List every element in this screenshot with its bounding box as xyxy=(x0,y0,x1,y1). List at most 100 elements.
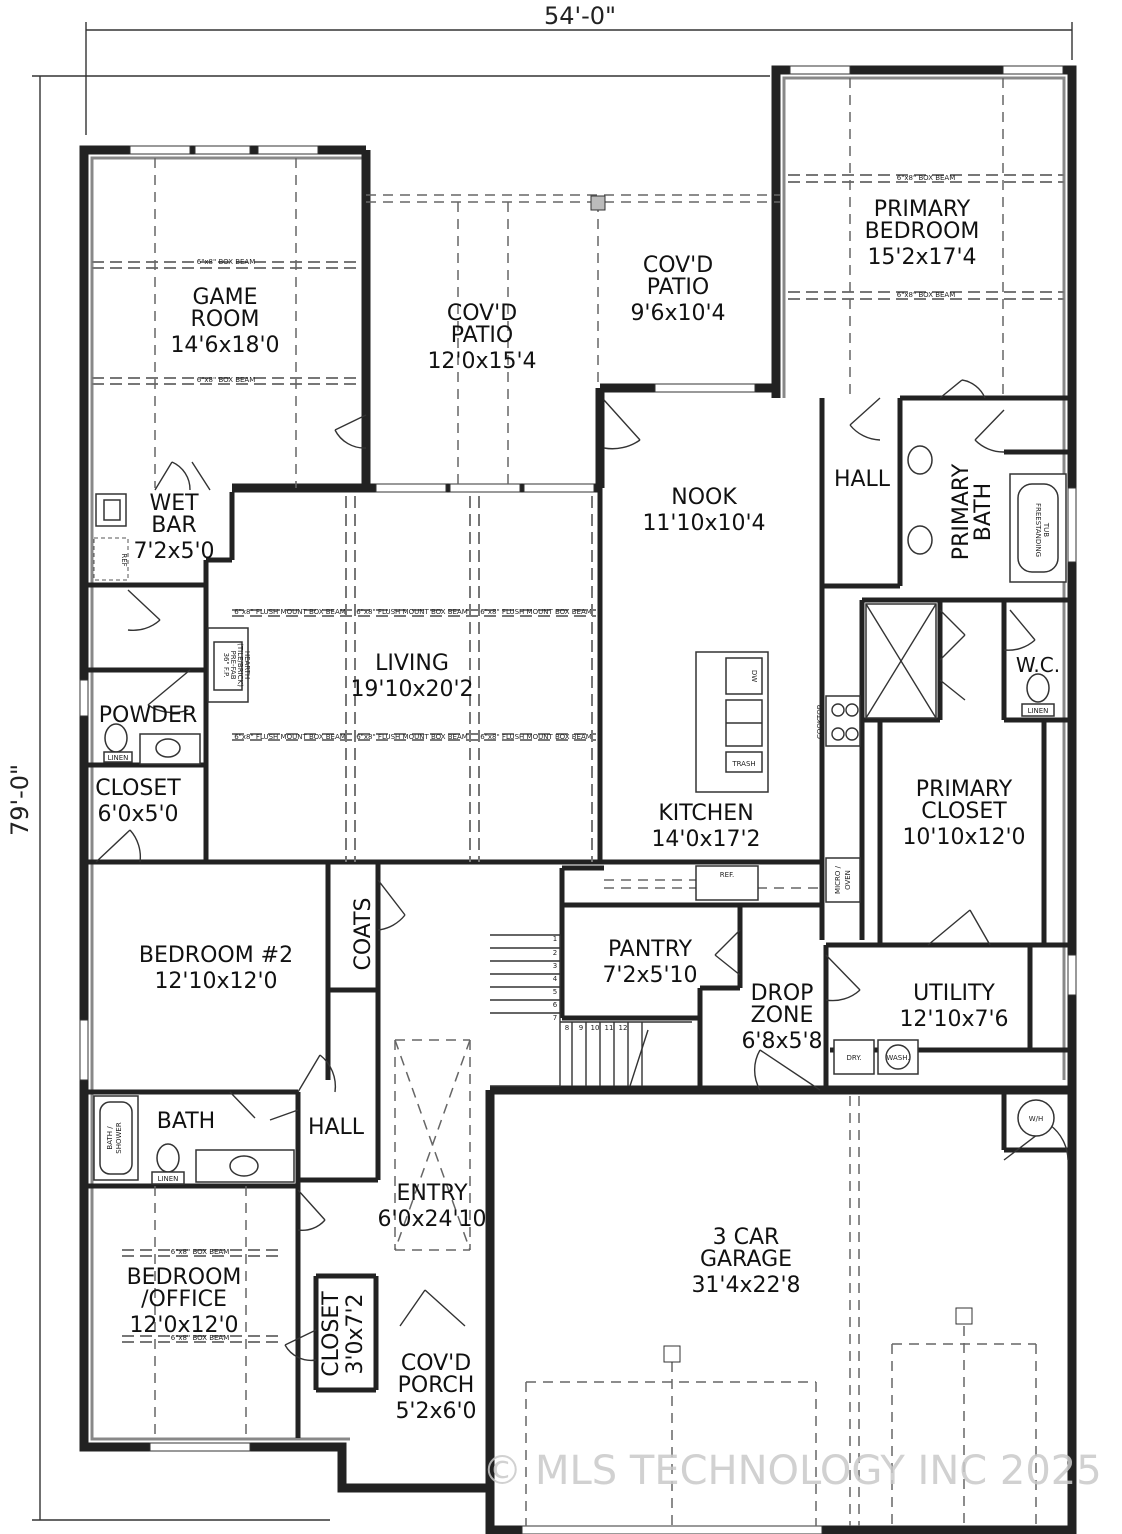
stair-number: 10 xyxy=(591,1024,600,1032)
svg-text:/OFFICE: /OFFICE xyxy=(141,1287,227,1312)
svg-text:UTILITY: UTILITY xyxy=(913,981,995,1006)
stair-number: 6 xyxy=(553,1001,558,1009)
linen-label: LINEN xyxy=(108,754,129,762)
covd-patio-small: COV'D PATIO 9'6x10'4 xyxy=(630,253,725,326)
hall-upper: HALL xyxy=(834,467,891,492)
bath-shower-label: SHOWER xyxy=(115,1122,123,1154)
linen-label: LINEN xyxy=(158,1175,179,1183)
entry: ENTRY 6'0x24'10 xyxy=(377,1181,486,1232)
beam-label: 6"x8" BOX BEAM xyxy=(197,376,256,384)
bath: BATH xyxy=(157,1109,215,1134)
svg-text:COV'D: COV'D xyxy=(401,1351,471,1376)
living: LIVING 19'10x20'2 xyxy=(350,651,473,702)
svg-text:PATIO: PATIO xyxy=(647,275,709,300)
closet-entry: CLOSET 3'0x7'2 xyxy=(319,1291,368,1377)
ref-small-label: REF xyxy=(120,553,128,566)
svg-text:DROP: DROP xyxy=(751,981,814,1006)
svg-text:12'0x15'4: 12'0x15'4 xyxy=(427,349,536,374)
svg-text:BATH: BATH xyxy=(971,483,996,541)
svg-text:6'0x24'10: 6'0x24'10 xyxy=(377,1207,486,1232)
bath-sink-icon xyxy=(907,525,933,555)
primary-bath: PRIMARY BATH xyxy=(949,463,996,560)
wc-toilet-icon xyxy=(1026,673,1050,703)
svg-text:6'0x5'0: 6'0x5'0 xyxy=(97,802,178,827)
svg-text:19'10x20'2: 19'10x20'2 xyxy=(350,677,473,702)
svg-text:BEDROOM #2: BEDROOM #2 xyxy=(139,943,293,968)
linen-label: LINEN xyxy=(1028,707,1049,715)
ceiling-lines: 6"x8" BOX BEAM 6"x8" BOX BEAM 6"x8" BOX … xyxy=(92,78,1064,1526)
water-heater-icon xyxy=(1017,1099,1055,1137)
hall-lower: HALL xyxy=(308,1115,365,1140)
svg-text:9'6x10'4: 9'6x10'4 xyxy=(630,301,725,326)
svg-text:GARAGE: GARAGE xyxy=(700,1247,792,1272)
beam-label: 6"x8" FLUSH MOUNT BOX BEAM xyxy=(356,733,468,741)
svg-text:5'2x6'0: 5'2x6'0 xyxy=(395,1399,476,1424)
svg-text:12'10x12'0: 12'10x12'0 xyxy=(154,969,277,994)
bath-sink-icon xyxy=(907,445,933,475)
covd-porch: COV'D PORCH 5'2x6'0 xyxy=(395,1351,476,1424)
svg-text:ZONE: ZONE xyxy=(751,1003,814,1028)
bedroom-office: BEDROOM /OFFICE 12'0x12'0 xyxy=(127,1265,242,1338)
water-heater-label: W/H xyxy=(1029,1115,1044,1123)
stair-number: 3 xyxy=(553,962,557,970)
garage: 3 CAR GARAGE 31'4x22'8 xyxy=(691,1225,800,1298)
bath-sink-icon xyxy=(229,1155,259,1177)
toilet-icon xyxy=(104,723,128,753)
utility: UTILITY 12'10x7'6 xyxy=(899,981,1008,1032)
beam-label: 6"x8" FLUSH MOUNT BOX BEAM xyxy=(480,733,592,741)
bath-shower-label: BATH / xyxy=(106,1126,114,1150)
stair-number: 11 xyxy=(605,1024,614,1032)
fireplace-label: PRE-FAB xyxy=(229,650,237,679)
svg-text:14'6x18'0: 14'6x18'0 xyxy=(170,333,279,358)
fixtures: REF 36" F.P. PRE-FAB (TILE/BRICK) HEARTH… xyxy=(93,445,1067,1185)
svg-text:COV'D: COV'D xyxy=(447,301,517,326)
svg-text:10'10x12'0: 10'10x12'0 xyxy=(902,825,1025,850)
ref-label: REF. xyxy=(720,871,734,879)
kitchen: KITCHEN 14'0x17'2 xyxy=(651,801,760,852)
stair-number: 7 xyxy=(553,1014,557,1022)
primary-bedroom: PRIMARY BEDROOM 15'2x17'4 xyxy=(865,197,980,270)
stair-number: 8 xyxy=(565,1024,569,1032)
svg-text:CLOSET: CLOSET xyxy=(319,1291,344,1377)
svg-text:31'4x22'8: 31'4x22'8 xyxy=(691,1273,800,1298)
svg-text:KITCHEN: KITCHEN xyxy=(658,801,753,826)
toilet-icon xyxy=(156,1143,180,1173)
svg-text:3 CAR: 3 CAR xyxy=(713,1225,780,1250)
beam-label: 6"x8" FLUSH MOUNT BOX BEAM xyxy=(234,733,346,741)
svg-text:7'2x5'0: 7'2x5'0 xyxy=(133,539,214,564)
washer-label: WASH. xyxy=(886,1054,909,1062)
svg-text:15'2x17'4: 15'2x17'4 xyxy=(867,245,976,270)
stair-number: 1 xyxy=(553,935,557,943)
refrigerator-icon xyxy=(695,865,759,901)
svg-text:PANTRY: PANTRY xyxy=(608,937,693,962)
wc: W.C. xyxy=(1016,653,1060,677)
dryer-label: DRY. xyxy=(847,1054,862,1062)
svg-text:12'10x7'6: 12'10x7'6 xyxy=(899,1007,1008,1032)
stair-number: 9 xyxy=(579,1024,583,1032)
covd-patio-large: COV'D PATIO 12'0x15'4 xyxy=(427,301,536,374)
svg-text:12'0x12'0: 12'0x12'0 xyxy=(129,1313,238,1338)
tub-label: TUB xyxy=(1042,522,1050,537)
trash-label: TRASH xyxy=(731,760,755,768)
svg-text:3'0x7'2: 3'0x7'2 xyxy=(343,1293,368,1374)
fireplace-label: (TILE/BRICK) xyxy=(236,643,244,687)
svg-text:ROOM: ROOM xyxy=(191,307,260,332)
width-dimension: 54'-0" xyxy=(85,2,1073,135)
svg-text:LIVING: LIVING xyxy=(375,651,449,676)
cooktop-label: COOKTOP xyxy=(816,705,824,739)
svg-text:PATIO: PATIO xyxy=(451,323,513,348)
dryer-icon xyxy=(833,1039,875,1075)
pantry: PANTRY 7'2x5'10 xyxy=(602,937,697,988)
beam-label: 6"x8" FLUSH MOUNT BOX BEAM xyxy=(356,608,468,616)
beam-label: 6"x8" BOX BEAM xyxy=(171,1334,230,1342)
svg-text:ENTRY: ENTRY xyxy=(396,1181,468,1206)
svg-text:PORCH: PORCH xyxy=(398,1373,475,1398)
windows xyxy=(79,65,1077,1534)
coats: COATS xyxy=(351,897,376,970)
wet-bar: WET BAR 7'2x5'0 xyxy=(133,491,214,564)
depth-label: 79'-0" xyxy=(6,764,34,836)
bedroom-2: BEDROOM #2 12'10x12'0 xyxy=(139,943,293,994)
beam-label: 6"x8" BOX BEAM xyxy=(197,258,256,266)
room-labels: GAME ROOM 14'6x18'0 COV'D PATIO 12'0x15'… xyxy=(95,197,1060,1424)
svg-text:PRIMARY: PRIMARY xyxy=(949,463,974,560)
